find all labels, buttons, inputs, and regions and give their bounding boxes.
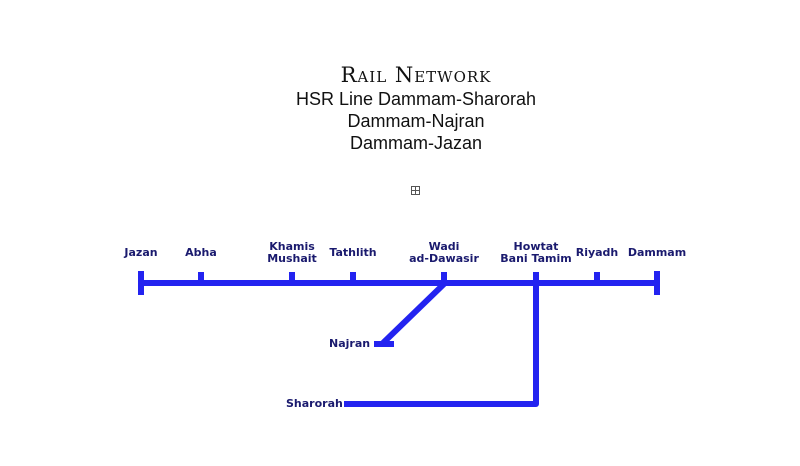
station-label-riyadh: Riyadh xyxy=(575,246,619,259)
title-line-2: Dammam-Najran xyxy=(347,111,485,131)
najran-branch xyxy=(379,280,448,347)
station-label-sharorah: Sharorah xyxy=(286,397,343,410)
station-label-howtat-bani-tamim: Howtat Bani Tamim xyxy=(500,241,571,265)
title-heading: Rail Network xyxy=(340,63,492,87)
title-line-3: Dammam-Jazan xyxy=(349,133,483,153)
station-label-line: Bani Tamim xyxy=(500,252,572,265)
station-label-wadi-ad-dawasir: Wadi ad-Dawasir xyxy=(409,241,479,265)
station-label-line: Mushait xyxy=(267,252,317,265)
title-line-1: HSR Line Dammam-Sharorah xyxy=(295,89,537,109)
sharorah-branch xyxy=(344,283,539,407)
station-label-jazan: Jazan xyxy=(124,246,158,259)
station-label-dammam: Dammam xyxy=(627,246,687,259)
station-label-abha: Abha xyxy=(185,246,217,259)
expand-icon[interactable] xyxy=(411,186,420,195)
station-label-line: Khamis xyxy=(269,240,315,253)
station-label-line: ad-Dawasir xyxy=(409,252,479,265)
diagram-title: Rail Network HSR Line Dammam-Sharorah Da… xyxy=(0,62,800,154)
station-label-line: Wadi xyxy=(428,240,460,253)
station-label-najran: Najran xyxy=(329,337,371,350)
station-label-line: Howtat xyxy=(513,240,559,253)
station-label-khamis-mushait: Khamis Mushait xyxy=(267,241,317,265)
station-label-tathlith: Tathlith xyxy=(329,246,377,259)
